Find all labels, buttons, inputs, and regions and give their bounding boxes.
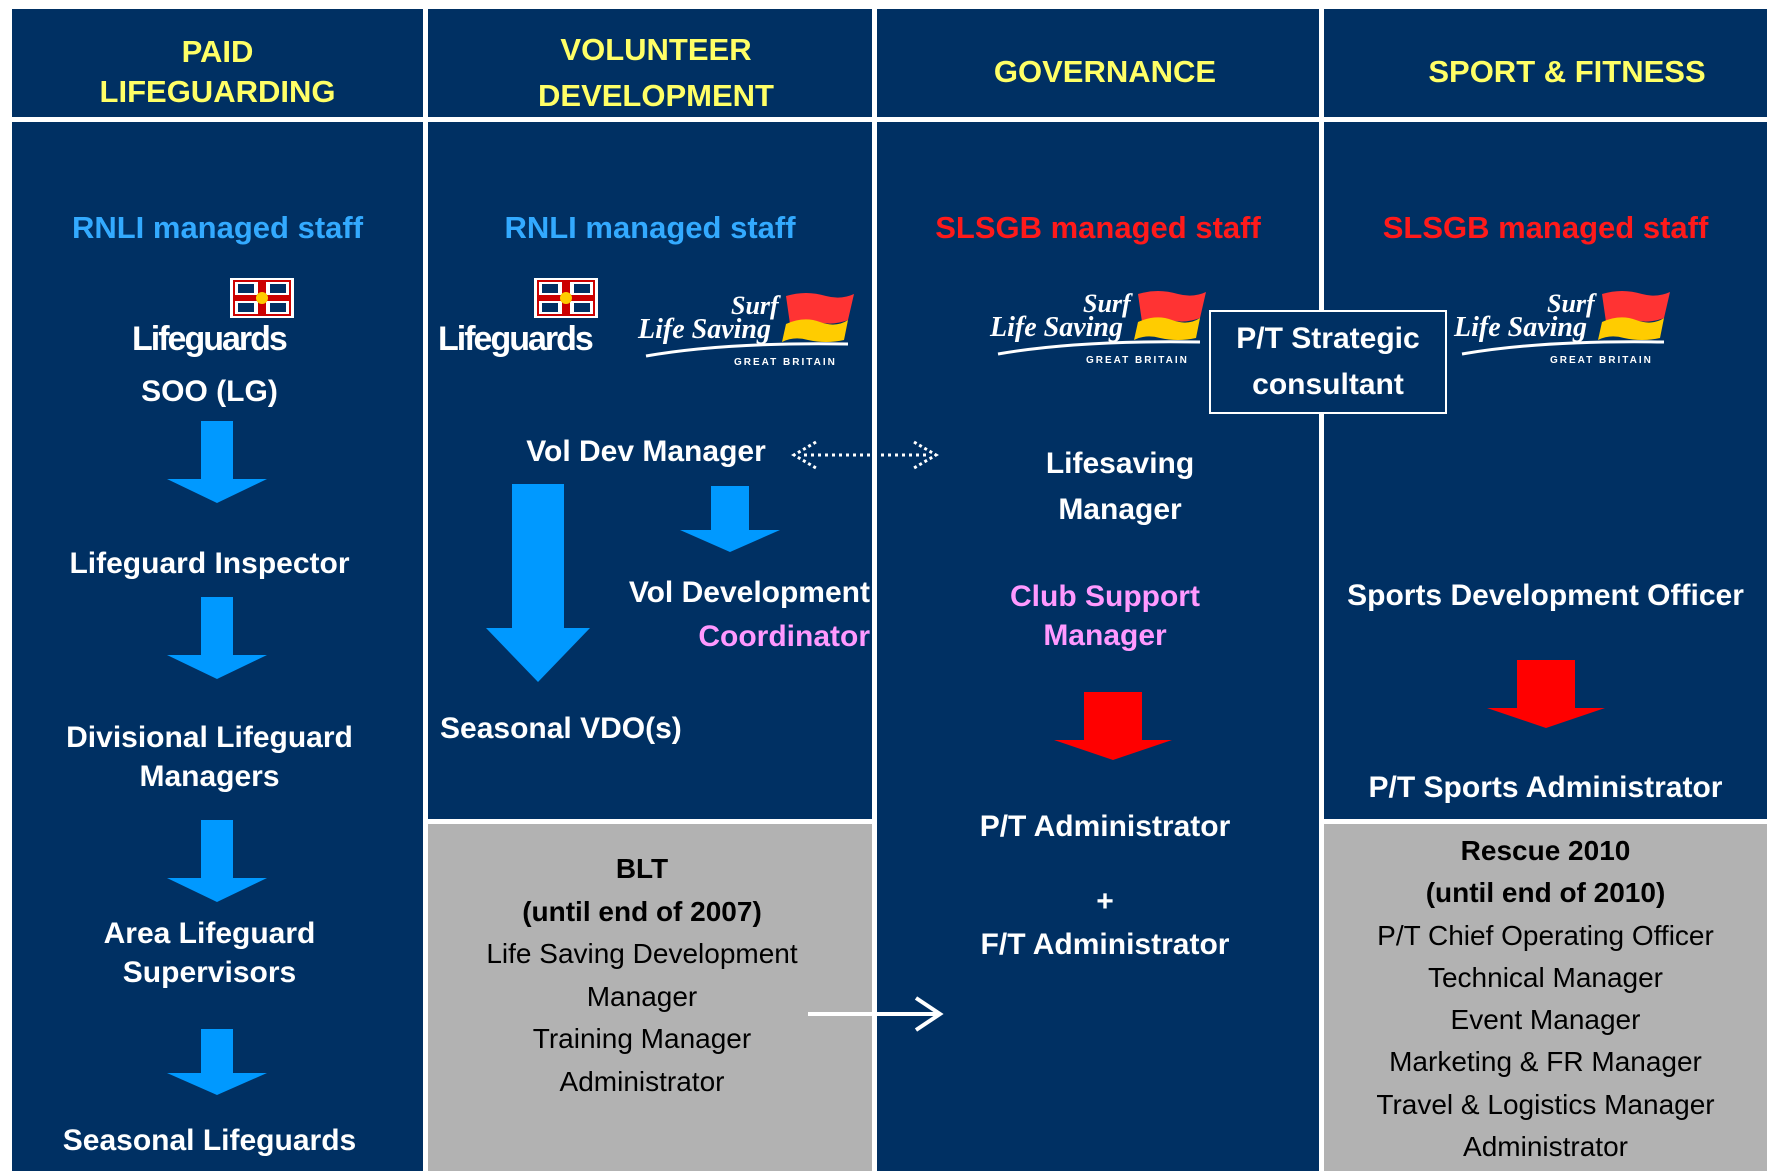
svg-text:Lifeguards: Lifeguards — [438, 320, 593, 358]
panel-blt — [428, 824, 872, 1171]
rescue-title: Rescue 2010 — [1460, 835, 1631, 866]
blt-block: BLT (until end of 2007) Life Saving Deve… — [428, 848, 856, 1103]
svg-text:Life Saving: Life Saving — [1453, 312, 1587, 343]
svg-text:GREAT BRITAIN: GREAT BRITAIN — [1550, 355, 1653, 366]
panel-vol — [428, 122, 872, 819]
dotted-double-arrow — [790, 438, 940, 472]
soo-lg: SOO (LG) — [141, 375, 278, 408]
panel-gov-header — [877, 9, 1319, 117]
lifeguards-logo-volunteer: Lifeguards — [436, 278, 606, 358]
down-arrow-blue — [167, 421, 267, 503]
rescue-item: Marketing & FR Manager — [1389, 1046, 1702, 1078]
lifeguards-logo: Lifeguards — [130, 278, 300, 358]
svg-text:GREAT BRITAIN: GREAT BRITAIN — [734, 357, 837, 368]
pt-administrator: P/T Administrator — [979, 810, 1231, 843]
header-governance: GOVERNANCE — [993, 54, 1217, 89]
down-arrow-blue — [167, 820, 267, 902]
svg-text:Life Saving: Life Saving — [637, 314, 771, 345]
svg-text:Surf: Surf — [731, 291, 781, 320]
surf-life-saving-logo-sport: Surf Life Saving GREAT BRITAIN — [1452, 286, 1674, 366]
blt-item: Manager — [586, 980, 698, 1012]
lifeguard-inspector: Lifeguard Inspector — [69, 547, 350, 580]
managed-sport: SLSGB managed staff — [1382, 210, 1709, 245]
header-sport: SPORT & FITNESS — [1428, 54, 1706, 89]
rescue-item: P/T Chief Operating Officer — [1377, 919, 1714, 951]
panel-sport-header — [1324, 9, 1767, 117]
svg-text:Lifeguards: Lifeguards — [132, 320, 287, 358]
seasonal-vdos: Seasonal VDO(s) — [440, 712, 682, 745]
rescue-2010-block: Rescue 2010 (until end of 2010) P/T Chie… — [1324, 830, 1767, 1168]
seasonal-lifeguards: Seasonal Lifeguards — [62, 1124, 357, 1157]
down-arrow-blue — [167, 597, 267, 679]
panel-paid-header — [12, 9, 423, 117]
blt-item: Life Saving Development — [486, 938, 798, 969]
rescue-item: Event Manager — [1450, 1004, 1641, 1036]
vol-dev-manager: Vol Dev Manager — [526, 435, 766, 468]
panel-gov — [877, 122, 1319, 1171]
svg-text:Surf: Surf — [1083, 289, 1133, 318]
rescue-item: Technical Manager — [1427, 961, 1664, 993]
surf-life-saving-logo-volunteer: Surf Life Saving GREAT BRITAIN — [636, 288, 858, 368]
surf-life-saving-logo-governance: Surf Life Saving GREAT BRITAIN — [988, 286, 1210, 366]
down-arrow-blue — [680, 486, 780, 552]
right-arrow-white — [808, 995, 944, 1033]
blt-item: Administrator — [559, 1065, 725, 1097]
ft-administrator: F/T Administrator — [980, 928, 1230, 961]
down-arrow-red — [1054, 692, 1172, 760]
svg-text:GREAT BRITAIN: GREAT BRITAIN — [1086, 355, 1189, 366]
rescue-item: Administrator — [1463, 1131, 1628, 1163]
plus-sign: + — [1096, 885, 1114, 918]
svg-text:Life Saving: Life Saving — [989, 312, 1123, 343]
sports-development-officer: Sports Development Officer — [1347, 579, 1744, 612]
pt-sports-administrator: P/T Sports Administrator — [1368, 771, 1723, 804]
svg-text:Surf: Surf — [1547, 289, 1597, 318]
managed-governance: SLSGB managed staff — [935, 210, 1261, 245]
managed-paid: RNLI managed staff — [71, 210, 364, 245]
managed-volunteer: RNLI managed staff — [504, 210, 796, 245]
panel-vol-header — [428, 9, 872, 117]
blt-item: Training Manager — [532, 1023, 752, 1054]
blt-until: (until end of 2007) — [522, 895, 762, 927]
down-arrow-blue — [167, 1029, 267, 1095]
blt-title: BLT — [615, 853, 669, 884]
rescue-item: Travel & Logistics Manager — [1376, 1088, 1715, 1120]
down-arrow-red — [1487, 660, 1605, 728]
down-arrow-blue — [486, 484, 590, 682]
rescue-until: (until end of 2010) — [1425, 877, 1666, 909]
panel-rescue — [1324, 824, 1767, 1171]
